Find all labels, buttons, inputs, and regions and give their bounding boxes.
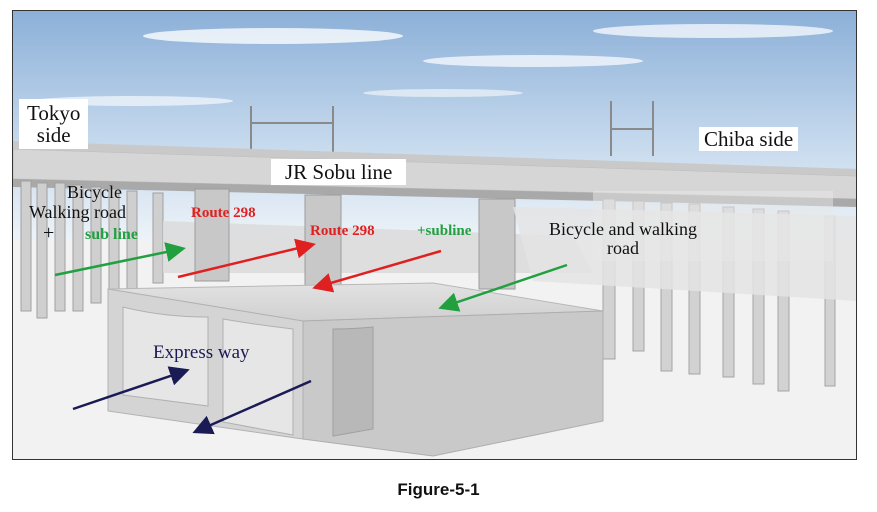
figure-caption: Figure-5-1 — [397, 480, 480, 499]
cloud — [363, 89, 523, 97]
subline-arrow-east — [54, 242, 186, 277]
expressway-opening — [332, 326, 374, 437]
route-298-label-left: Route 298 — [191, 205, 256, 221]
railway-bridge-railing — [13, 141, 856, 176]
expressway-arrow-west — [192, 379, 312, 435]
bicycle-walking-line-2: road — [606, 237, 639, 258]
plus-label: + — [43, 222, 55, 244]
subline-label-left: sub line — [85, 226, 138, 243]
bicycle-walking-line-1: Bicycle and walking — [549, 219, 697, 239]
route-298-arrow-east — [177, 238, 316, 279]
translucent-panel — [593, 191, 833, 261]
tokyo-side-line-2: side — [36, 123, 71, 148]
route-298-label-center: Route 298 — [310, 223, 375, 239]
bicycle-label: Bicycle — [67, 182, 122, 202]
expressway-opening — [222, 318, 294, 436]
cloud — [423, 55, 643, 67]
railway-bridge-deck — [13, 148, 856, 200]
diagram-frame: Tokyo side Chiba side JR Sobu line Bicyc… — [12, 10, 857, 460]
cloud — [143, 28, 403, 44]
express-way-label: Express way — [153, 342, 250, 363]
route-298-arrow-west — [312, 249, 442, 293]
left-piers — [20, 180, 164, 319]
bridge-scene — [13, 11, 856, 459]
subline-label-center: +subline — [417, 223, 472, 239]
jr-sobu-line-label: JR Sobu line — [271, 159, 407, 186]
bicycle-walking-road-label: Bicycle and walking road — [549, 220, 697, 258]
cloud — [593, 24, 833, 38]
tokyo-side-line-1: Tokyo — [27, 101, 81, 125]
expressway-box-side — [302, 310, 604, 457]
subline-arrow-west — [438, 263, 568, 312]
chiba-side-label: Chiba side — [699, 127, 799, 152]
walking-road-label: Walking road — [29, 202, 127, 222]
expressway-arrow-east — [72, 366, 190, 411]
tokyo-side-label: Tokyo side — [19, 99, 89, 150]
